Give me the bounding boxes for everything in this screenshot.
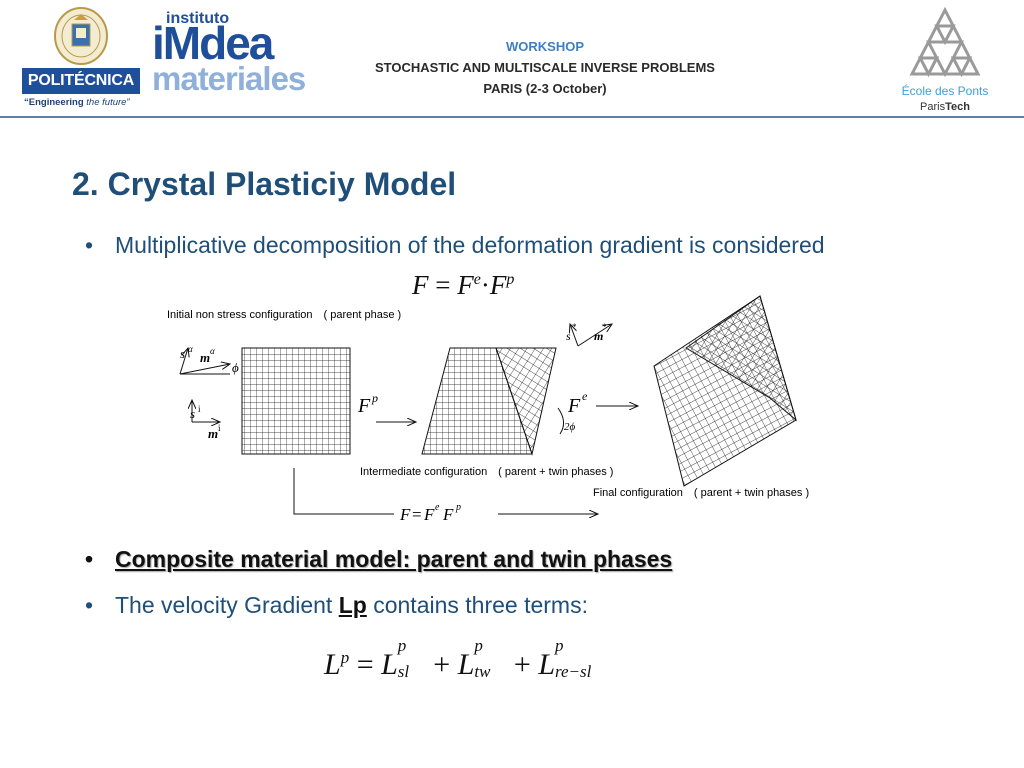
imdea-materiales: materiales — [152, 60, 306, 97]
sym-Fp: F — [357, 395, 371, 417]
eq3-L-tw: L — [457, 648, 475, 681]
imdea-logo: instituto iMdea materiales — [152, 10, 307, 102]
sym-m-i: m — [208, 426, 218, 441]
sym-phi: ϕ — [232, 360, 239, 375]
sym-bottom-Fp: F — [442, 505, 454, 524]
sym-Fe: F — [567, 395, 581, 417]
ponts-sub-tech: Tech — [945, 101, 970, 113]
upm-tagline: “Engineering the future” — [24, 97, 130, 108]
eq3-resl-sup: p — [555, 636, 564, 655]
bullet-dot: • — [85, 232, 94, 258]
sym-star-1: * — [572, 322, 577, 332]
ponts-name: École des Ponts — [901, 84, 989, 98]
slip-vectors-alpha — [179, 348, 230, 375]
sym-bottom-eq: = — [412, 505, 422, 524]
bullet-text-suffix: contains three terms: — [366, 592, 588, 618]
sym-2phi: 2ϕ — [564, 421, 576, 433]
header-divider — [0, 116, 1024, 118]
sierpinski-triangle-icon — [909, 6, 981, 78]
bullet-decomposition: • Multiplicative decomposition of the de… — [85, 232, 825, 259]
eq3-sl-sup: p — [397, 636, 407, 655]
sym-bottom-Fe: F — [423, 505, 435, 524]
eq3-sl-sub: sl — [397, 662, 410, 681]
twin-vectors — [570, 324, 612, 347]
eq3-sup-p: p — [340, 648, 350, 667]
sym-bottom-F: F — [399, 505, 411, 524]
bullet-text-lp: Lp — [338, 592, 367, 618]
eq3-equals: = — [349, 648, 382, 681]
bullet-text: Composite material model: parent and twi… — [115, 546, 673, 572]
equation-decomposition: F = Fe·Fp — [412, 270, 514, 301]
eq1-equals: = — [428, 270, 458, 300]
label-initial-config: Initial non stress configuration ( paren… — [167, 309, 401, 321]
initial-lattice — [241, 347, 351, 455]
deformation-figure: Initial non stress configuration ( paren… — [167, 295, 809, 524]
sym-i-2: i — [218, 423, 221, 433]
bullet-text: Multiplicative decomposition of the defo… — [115, 232, 825, 258]
connector-line — [293, 468, 394, 515]
eq1-dot: · — [480, 270, 490, 300]
eq3-tw-sup: p — [474, 636, 483, 655]
upm-name: POLITÉCNICA — [22, 68, 140, 94]
eq3-tw-sub: tw — [474, 662, 491, 681]
ponts-sub-paris: Paris — [920, 101, 946, 113]
label-intermediate-config: Intermediate configuration ( parent + tw… — [360, 466, 613, 478]
slip-vectors-i — [192, 400, 220, 422]
final-twin-lattice — [685, 295, 797, 422]
sym-bottom-e: e — [435, 502, 440, 513]
sym-bottom-p: p — [455, 502, 461, 513]
bullet-text-prefix: The velocity Gradient — [115, 592, 339, 618]
imdea-instituto: instituto — [166, 10, 230, 27]
eq3-L: L — [324, 648, 341, 681]
eq1-F: F — [412, 270, 429, 300]
eq1-sup-e: e — [473, 271, 481, 288]
ponts-logo: École des Ponts ParisTech — [890, 6, 1000, 114]
workshop-title: WORKSHOP — [506, 39, 584, 54]
sym-s-alpha: s — [180, 346, 185, 361]
eq3-plus-1: + — [425, 648, 458, 681]
bullet-dot: • — [85, 546, 94, 572]
intermediate-twin-lattice — [495, 347, 557, 456]
workshop-info: WORKSHOP STOCHASTIC AND MULTISCALE INVER… — [330, 36, 760, 99]
bullet-composite-model: • Composite material model: parent and t… — [85, 546, 673, 573]
sym-Fe-sup: e — [582, 389, 588, 403]
slide-title: 2. Crystal Plasticiy Model — [72, 166, 457, 202]
imdea-main: iMdea — [152, 17, 274, 69]
sym-Fp-sup: p — [371, 391, 378, 405]
eq1-Fp: F — [489, 270, 507, 300]
sym-i-1: i — [198, 404, 201, 414]
eq1-sup-p: p — [506, 271, 515, 288]
workshop-subtitle: STOCHASTIC AND MULTISCALE INVERSE PROBLE… — [375, 60, 715, 75]
upm-tagline-bold: “Engineering — [24, 97, 84, 108]
sym-m-alpha: m — [200, 350, 210, 365]
sym-alpha-1: α — [188, 344, 193, 354]
bullet-velocity-gradient: • The velocity Gradient Lp contains thre… — [85, 592, 588, 619]
upm-seal-icon — [54, 7, 108, 65]
sym-s-star: s — [566, 329, 571, 343]
eq3-plus-2: + — [506, 648, 539, 681]
sym-star-2: * — [602, 322, 607, 332]
bullet-dot: • — [85, 592, 94, 618]
sym-alpha-2: α — [210, 346, 215, 356]
sym-m-star: m — [594, 329, 603, 343]
eq3-L-resl: L — [538, 648, 556, 681]
eq3-L-sl: L — [381, 648, 398, 681]
label-final-config: Final configuration ( parent + twin phas… — [593, 487, 809, 499]
upm-logo: POLITÉCNICA “Engineering the future” — [22, 6, 140, 110]
sym-s-i: s — [190, 406, 195, 421]
eq1-Fe: F — [457, 270, 474, 300]
ponts-subtitle: ParisTech — [890, 101, 1000, 113]
workshop-location: PARIS (2-3 October) — [483, 81, 607, 96]
eq3-resl-sub: re−sl — [555, 662, 592, 681]
upm-tagline-rest: the future” — [83, 97, 130, 108]
twin-angle-arc — [557, 407, 564, 435]
